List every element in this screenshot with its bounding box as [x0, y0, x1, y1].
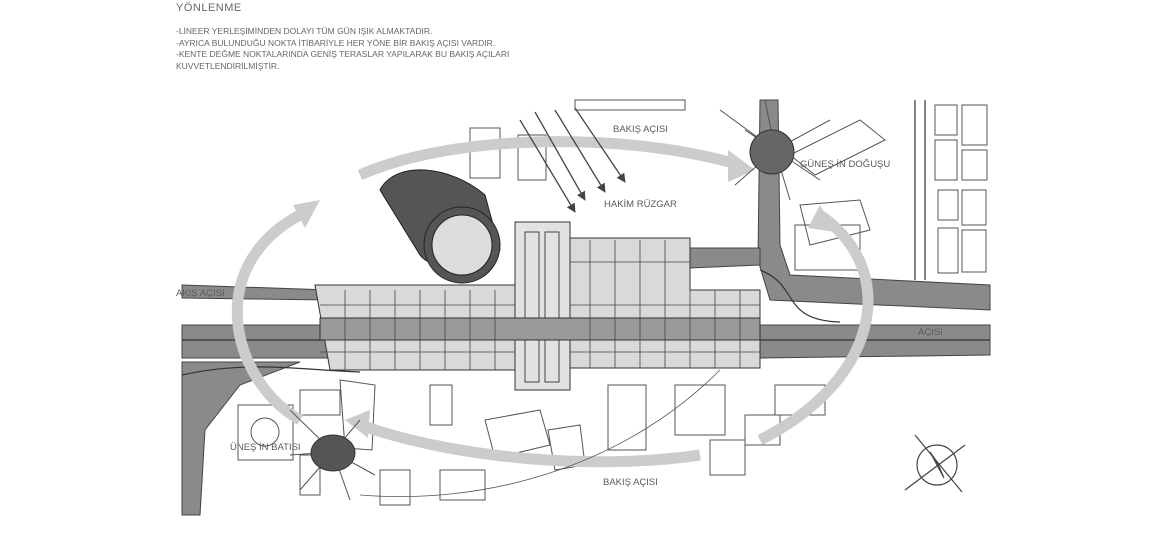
cylinder-tower	[379, 169, 501, 284]
label-wind: HAKİM RÜZGAR	[604, 199, 677, 210]
note-line-3: -KENTE DEĞME NOKTALARINDA GENİŞ TERASLAR…	[176, 49, 510, 59]
notes-block: -LİNEER YERLEŞİMİNDEN DOLAYI TÜM GÜN IŞI…	[176, 26, 509, 72]
note-line-4: KUVVETLENDİRİLMİŞTİR.	[176, 60, 280, 71]
note-line-2: -AYRICA BULUNDUĞU NOKTA İTİBARİYLE HER Y…	[176, 37, 496, 48]
label-view-top: BAKIŞ AÇISI	[613, 124, 668, 135]
label-view-bottom: BAKIŞ AÇISI	[603, 477, 658, 488]
view-line	[359, 369, 721, 498]
building-grid	[320, 240, 760, 370]
wind-arrows	[519, 107, 626, 213]
label-sunset: ÜNEŞ İN BATISI	[230, 442, 301, 453]
label-sunrise: GÜNEŞ İN DOĞUŞU	[800, 159, 890, 170]
page-title: YÖNLENME	[176, 2, 242, 14]
view-angle-arrows	[231, 136, 874, 468]
compass-icon	[904, 434, 966, 493]
label-view-left: AKIŞ AÇISI	[176, 288, 225, 299]
sunset-sun	[289, 409, 376, 501]
view-arrowheads	[293, 150, 835, 438]
sunrise-sun	[719, 99, 831, 201]
label-view-right: AÇISI	[918, 327, 943, 338]
note-line-1: -LİNEER YERLEŞİMİNDEN DOLAYI TÜM GÜN IŞI…	[176, 26, 433, 36]
